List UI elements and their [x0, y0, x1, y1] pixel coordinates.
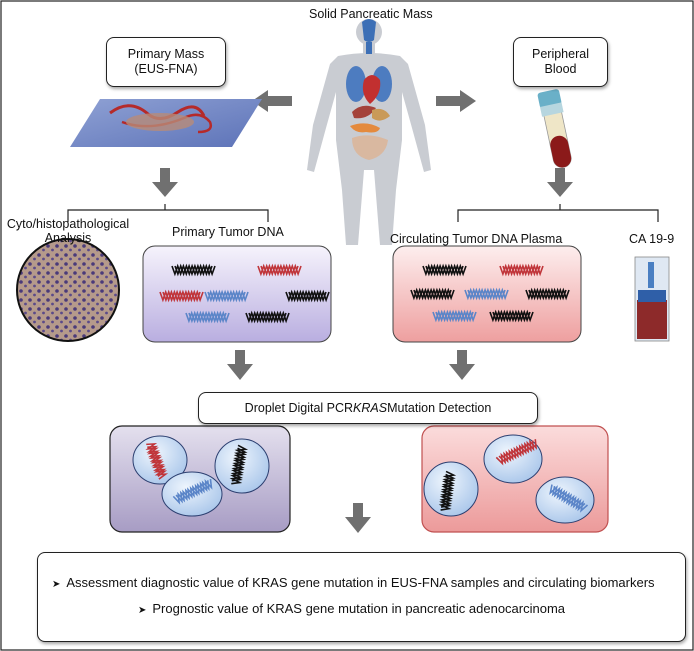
ca199-label: CA 19-9	[629, 232, 675, 246]
organs-icon	[346, 19, 392, 160]
circulating-dna-label: Circulating Tumor DNA Plasma	[390, 232, 563, 246]
dna-strand-icon	[159, 289, 204, 303]
dna-strand-icon	[257, 263, 302, 277]
arrow-down-primary	[152, 168, 178, 197]
dna-strand-icon	[145, 442, 169, 480]
outcome-box: ➤ Assessment diagnostic value of KRAS gen…	[37, 552, 686, 642]
ddpcr-gene: KRAS	[353, 400, 388, 415]
dna-strand-icon	[185, 310, 230, 324]
ddpcr-post: Mutation Detection	[387, 400, 492, 415]
ca199-tube-icon	[634, 256, 670, 342]
dna-strand-icon	[525, 287, 570, 301]
ddpcr-pre: Droplet Digital PCR	[244, 400, 354, 415]
bracket-right	[457, 204, 659, 222]
droplet-icon	[214, 438, 270, 494]
outcome-text-2: Prognostic value of KRAS gene mutation i…	[152, 601, 566, 616]
dna-strand-icon	[422, 263, 467, 277]
bullet-arrow-icon: ➤	[138, 605, 147, 616]
ddpcr-box: Droplet Digital PCR KRAS Mutation Detect…	[198, 392, 538, 424]
dna-strand-icon	[489, 309, 534, 323]
cyto-line2: Analysis	[44, 231, 92, 245]
dna-strand-icon	[229, 444, 249, 485]
dna-strand-icon	[171, 263, 216, 277]
arrow-down-blood	[547, 168, 573, 197]
dna-strand-icon	[499, 263, 544, 277]
dna-strand-icon	[432, 309, 477, 323]
blood-tube-icon	[537, 89, 572, 168]
dna-strand-icon	[245, 310, 290, 324]
title-solid-pancreatic-mass: Solid Pancreatic Mass	[309, 7, 433, 21]
dna-strand-icon	[172, 478, 213, 505]
bracket-left	[67, 204, 269, 222]
dna-strand-icon	[549, 484, 589, 513]
flow-arrows	[152, 90, 573, 533]
histology-image	[16, 238, 120, 342]
bullet-arrow-icon: ➤	[52, 579, 61, 590]
peripheral-blood-line2: Blood	[544, 62, 577, 76]
primary-mass-line1: Primary Mass	[127, 47, 205, 61]
peripheral-blood-box: Peripheral Blood	[513, 37, 608, 87]
dna-strand-icon	[495, 439, 538, 466]
cyto-label: Cyto/histopathological Analysis	[4, 217, 132, 245]
primary-mass-box: Primary Mass (EUS-FNA)	[106, 37, 226, 87]
outcome-text-1: Assessment diagnostic value of KRAS gene…	[66, 575, 655, 590]
dna-strand-icon	[285, 289, 330, 303]
outcome-line-1: ➤ Assessment diagnostic value of KRAS gen…	[52, 575, 655, 592]
primary-mass-line2: (EUS-FNA)	[134, 62, 198, 76]
arrow-down-outcome	[345, 503, 371, 533]
outcome-line-2: ➤ Prognostic value of KRAS gene mutation …	[138, 601, 565, 618]
dna-strand-icon	[410, 287, 455, 301]
arrow-down-left-ddpcr	[227, 350, 253, 380]
arrow-left	[252, 90, 292, 112]
arrow-right	[436, 90, 476, 112]
dna-strand-icon	[438, 470, 457, 511]
eus-fna-slide-icon	[70, 99, 262, 147]
cyto-line1: Cyto/histopathological	[6, 217, 130, 231]
peripheral-blood-line1: Peripheral	[532, 47, 589, 61]
primary-tumor-dna-label: Primary Tumor DNA	[172, 225, 284, 239]
dna-strands	[145, 263, 589, 513]
dna-strand-icon	[204, 289, 249, 303]
dna-strand-icon	[464, 287, 509, 301]
arrow-down-right-ddpcr	[449, 350, 475, 380]
